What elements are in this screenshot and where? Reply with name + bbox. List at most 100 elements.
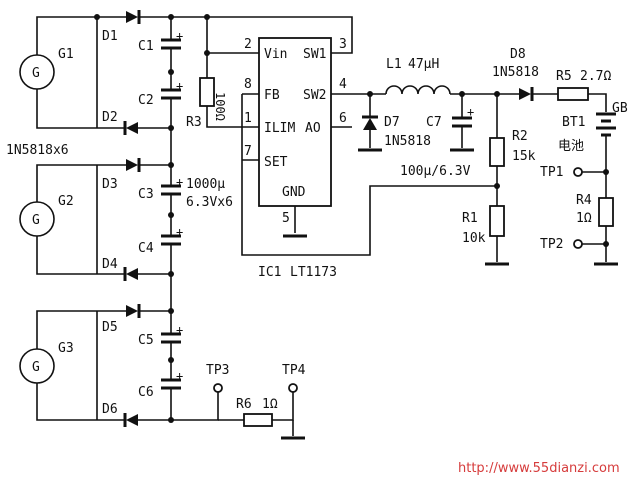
label-r3: R3 [186,115,202,130]
label-r6-value: 1Ω [262,397,278,412]
pin-set: SET [264,155,288,170]
label-r1-value: 10k [462,231,486,246]
pin-2: 2 [244,37,252,52]
diode-d2 [97,121,171,135]
pin-3: 3 [339,37,347,52]
capacitor-c7 [450,94,474,152]
label-r5-value: 2.7Ω [580,69,611,84]
label-bt1: BT1 [562,115,585,130]
label-c5: C5 [138,333,154,348]
label-ic1-part: LT1173 [290,265,337,280]
label-d4: D4 [102,257,118,272]
testpoint-tp2 [573,239,583,249]
resistor-r5 [557,87,589,101]
label-tp4: TP4 [282,363,306,378]
label-r5: R5 [556,69,572,84]
diode-d5 [97,304,171,318]
capacitor-c1 [161,38,181,50]
capacitor-c2 [161,88,181,100]
g2-symbol: G [32,213,40,228]
pin-7: 7 [244,144,252,159]
generator-g2: G [19,164,97,275]
label-r4-value: 1Ω [576,211,592,226]
label-cap-rating: 6.3Vx6 [186,195,233,210]
label-tp1: TP1 [540,165,563,180]
capacitor-c4 [161,234,181,246]
inductor-l1 [385,85,451,95]
label-d7-part: 1N5818 [384,134,431,149]
label-c6: C6 [138,385,154,400]
pin-vin: Vin [264,47,287,62]
capacitor-c6 [161,378,181,390]
label-c3: C3 [138,187,154,202]
capacitor-c5 [161,332,181,344]
label-gb: GB [612,101,628,116]
label-cap-value: 1000μ [186,177,225,192]
label-diode-part: 1N5818x6 [6,143,69,158]
testpoint-tp3 [213,383,223,393]
plus-c5: + [176,323,183,337]
pin-5: 5 [282,211,290,226]
pin-6: 6 [339,111,347,126]
label-d8: D8 [510,47,526,62]
pin-gnd: GND [282,185,306,200]
label-g1: G1 [58,47,74,62]
label-c2: C2 [138,93,154,108]
g3-symbol: G [32,360,40,375]
diode-d3 [97,158,171,172]
label-battery-name: 电池 [558,139,584,154]
label-c7-value: 100μ/6.3V [400,164,471,179]
watermark-url: http://www.55dianzi.com [458,461,620,476]
label-r6: R6 [236,397,252,412]
label-d5: D5 [102,320,118,335]
label-r2-value: 15k [512,149,536,164]
resistor-r1 [489,205,505,237]
ic-lt1173 [258,37,332,207]
pin-4: 4 [339,77,347,92]
label-l1: L1 [386,57,402,72]
pin-sw2: SW2 [303,88,326,103]
testpoint-tp1 [573,167,583,177]
diode-d8 [519,87,558,101]
resistor-r6 [243,413,273,427]
pin-ilim: ILIM [264,121,295,136]
label-tp3: TP3 [206,363,229,378]
generator-g3: G [19,310,97,421]
label-l1-value: 47μH [408,57,439,72]
label-c4: C4 [138,241,154,256]
label-d3: D3 [102,177,118,192]
battery-bt1 [596,112,616,137]
plus-c4: + [176,225,183,239]
resistor-r3 [199,77,215,107]
plus-c1: + [176,29,183,43]
label-r2: R2 [512,129,528,144]
label-r1: R1 [462,211,478,226]
resistor-r4 [598,197,614,227]
label-d7: D7 [384,115,400,130]
capacitor-c3 [161,184,181,196]
testpoint-tp4 [288,383,298,393]
label-r3-value: 100Ω [213,92,227,121]
label-d1: D1 [102,29,118,44]
label-d6: D6 [102,402,118,417]
pin-8: 8 [244,77,252,92]
plus-c3: + [176,175,183,189]
pin-1: 1 [244,111,252,126]
label-tp2: TP2 [540,237,563,252]
pin-sw1: SW1 [303,47,326,62]
diode-d7 [358,94,382,152]
g1-symbol: G [32,66,40,81]
label-d2: D2 [102,110,118,125]
diode-d4 [97,267,171,281]
plus-c2: + [176,79,183,93]
pin-fb: FB [264,88,280,103]
label-c7: C7 [426,115,442,130]
label-c1: C1 [138,39,154,54]
plus-c7: + [467,105,474,119]
label-ic1: IC1 [258,265,281,280]
resistor-r2 [489,137,505,167]
label-d8-part: 1N5818 [492,65,539,80]
label-g2: G2 [58,194,74,209]
